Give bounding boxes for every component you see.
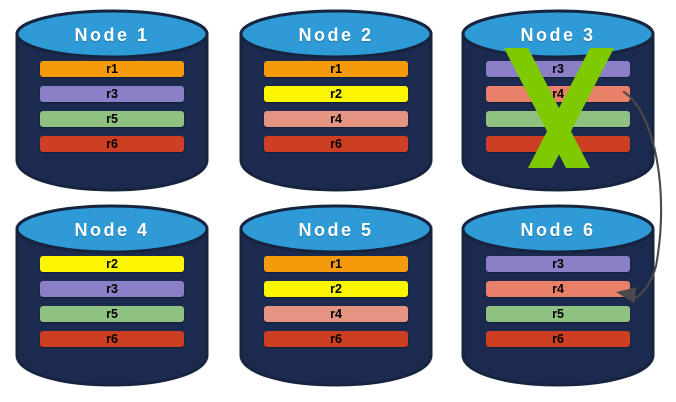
record-label: r6 bbox=[330, 332, 342, 346]
record-label: r4 bbox=[552, 282, 564, 296]
record-bar-r4[interactable]: r4 bbox=[486, 281, 630, 297]
record-label: r6 bbox=[106, 137, 118, 151]
record-label: r6 bbox=[106, 332, 118, 346]
record-label: r2 bbox=[106, 257, 118, 271]
record-bar-r6[interactable]: r6 bbox=[264, 331, 408, 347]
record-bar-r3[interactable]: r3 bbox=[40, 86, 184, 102]
record-label: r2 bbox=[330, 282, 342, 296]
record-bar-r6[interactable]: r6 bbox=[40, 136, 184, 152]
record-label: r3 bbox=[106, 87, 118, 101]
record-bar-r4[interactable]: r4 bbox=[264, 306, 408, 322]
record-label: r3 bbox=[106, 282, 118, 296]
record-stack: r2 r3 r5 r6 bbox=[40, 256, 184, 356]
record-bar-r1[interactable]: r1 bbox=[264, 256, 408, 272]
record-label: r4 bbox=[330, 307, 342, 321]
record-bar-r3[interactable]: r3 bbox=[486, 256, 630, 272]
cylinder-top-ellipse bbox=[15, 204, 209, 254]
cylinder-top-ellipse bbox=[239, 204, 433, 254]
record-label: r1 bbox=[330, 257, 342, 271]
record-label: r5 bbox=[552, 307, 564, 321]
record-bar-r3[interactable]: r3 bbox=[40, 281, 184, 297]
cylinder-top-ellipse bbox=[15, 9, 209, 59]
record-bar-r5[interactable]: r5 bbox=[486, 306, 630, 322]
record-label: r6 bbox=[552, 332, 564, 346]
record-bar-r1[interactable]: r1 bbox=[40, 61, 184, 77]
migration-arrow bbox=[616, 90, 663, 304]
record-label: r1 bbox=[106, 62, 118, 76]
record-label: r2 bbox=[330, 87, 342, 101]
record-bar-r5[interactable]: r5 bbox=[40, 306, 184, 322]
record-bar-r1[interactable]: r1 bbox=[264, 61, 408, 77]
record-label: r4 bbox=[330, 112, 342, 126]
cylinder-top-ellipse bbox=[461, 9, 655, 59]
record-bar-r2[interactable]: r2 bbox=[40, 256, 184, 272]
migration-arrow-path bbox=[622, 90, 663, 302]
record-bar-r2[interactable]: r2 bbox=[264, 281, 408, 297]
record-stack: r3 r4 r5 r6 bbox=[486, 256, 630, 356]
record-label: r6 bbox=[330, 137, 342, 151]
record-bar-r2[interactable]: r2 bbox=[264, 86, 408, 102]
record-bar-r6[interactable]: r6 bbox=[40, 331, 184, 347]
record-stack: r1 r3 r5 r6 bbox=[40, 61, 184, 161]
cylinder-top-ellipse bbox=[239, 9, 433, 59]
record-bar-r6[interactable]: r6 bbox=[264, 136, 408, 152]
cylinder-top-ellipse bbox=[461, 204, 655, 254]
record-label: r3 bbox=[552, 257, 564, 271]
record-bar-r6[interactable]: r6 bbox=[486, 331, 630, 347]
record-label: r5 bbox=[106, 307, 118, 321]
record-stack: r1 r2 r4 r6 bbox=[264, 61, 408, 161]
record-stack: r1 r2 r4 r6 bbox=[264, 256, 408, 356]
record-label: r1 bbox=[330, 62, 342, 76]
migration-arrow-head bbox=[616, 287, 636, 304]
record-bar-r5[interactable]: r5 bbox=[40, 111, 184, 127]
record-label: r5 bbox=[106, 112, 118, 126]
record-bar-r4[interactable]: r4 bbox=[264, 111, 408, 127]
